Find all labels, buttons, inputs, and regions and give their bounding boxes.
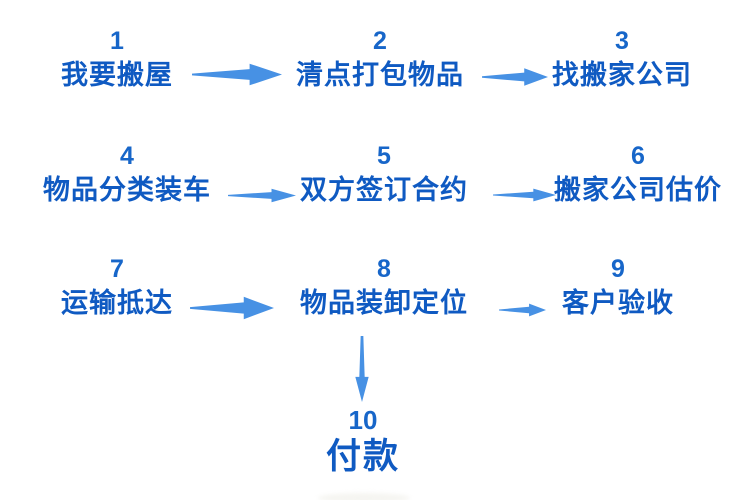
step-label: 物品分类装车: [43, 175, 211, 205]
step-label: 找搬家公司: [552, 60, 692, 90]
arrow-right-icon-8-9: [499, 303, 546, 317]
flow-step-3: 3 找搬家公司: [552, 25, 692, 93]
flow-step-8: 8 物品装卸定位: [300, 253, 468, 321]
step-number: 4: [120, 142, 134, 170]
bottom-edge-artifact: [318, 493, 410, 500]
flow-step-4: 4 物品分类装车: [43, 140, 211, 208]
step-number: 5: [377, 142, 391, 170]
step-label: 客户验收: [562, 288, 674, 318]
flow-step-5: 5 双方签订合约: [300, 140, 468, 208]
arrow-down-icon-8-10: [355, 336, 369, 402]
step-number: 6: [631, 142, 645, 170]
arrow-right-icon-1-2: [192, 63, 282, 86]
step-number: 1: [110, 27, 124, 55]
arrow-right-icon-7-8: [190, 296, 274, 320]
step-number: 3: [615, 27, 629, 55]
step-label: 搬家公司估价: [554, 175, 722, 205]
arrow-right-icon-2-3: [482, 68, 548, 86]
step-label: 付款: [325, 437, 401, 476]
step-number: 9: [611, 255, 625, 283]
arrow-right-icon-5-6: [493, 188, 556, 202]
flow-step-10: 10 付款: [326, 405, 400, 479]
flow-step-2: 2 清点打包物品: [296, 25, 464, 93]
step-number: 7: [110, 255, 124, 283]
flow-step-7: 7 运输抵达: [61, 253, 173, 321]
step-number: 10: [348, 405, 378, 435]
step-number: 2: [373, 27, 387, 55]
arrow-right-icon-4-5: [228, 188, 296, 203]
step-label: 运输抵达: [61, 288, 173, 318]
flow-step-9: 9 客户验收: [562, 253, 674, 321]
step-label: 清点打包物品: [296, 60, 464, 90]
step-label: 双方签订合约: [300, 175, 468, 205]
step-label: 物品装卸定位: [300, 288, 468, 318]
step-label: 我要搬屋: [61, 60, 173, 90]
flow-step-6: 6 搬家公司估价: [554, 140, 722, 208]
flow-step-1: 1 我要搬屋: [61, 25, 173, 93]
step-number: 8: [377, 255, 391, 283]
